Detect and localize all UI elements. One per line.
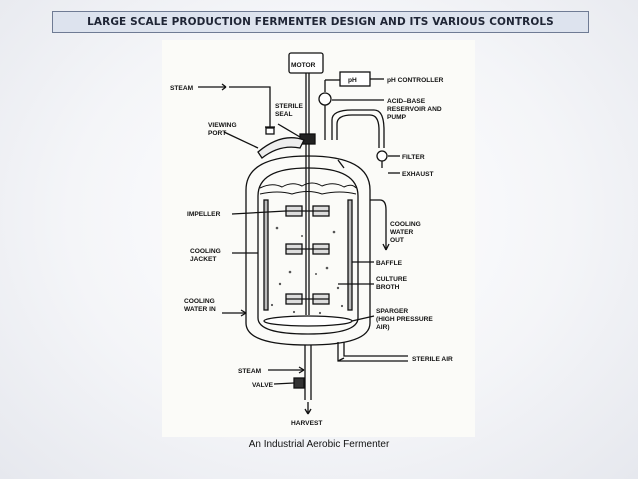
label-viewing-port: VIEWING PORT (208, 122, 238, 137)
impeller-3 (285, 293, 330, 305)
figure-caption: An Industrial Aerobic Fermenter (248, 439, 390, 450)
label-steam-top: STEAM (170, 85, 194, 92)
label-acid-base: ACID–BASE RESERVOIR AND PUMP (387, 98, 443, 121)
harvest-pipe (304, 345, 312, 400)
viewing-port (257, 137, 305, 159)
label-motor: MOTOR (291, 62, 316, 69)
label-harvest: HARVEST (291, 420, 322, 427)
steam-pipe-top (229, 86, 271, 127)
label-culture-broth: CULTURE BROTH (376, 276, 409, 291)
label-sparger: SPARGER (HIGH PRESSURE AIR) (376, 308, 435, 331)
acid-base-reservoir (318, 92, 332, 106)
exhaust-pipe (331, 109, 385, 148)
vessel-outer (245, 155, 371, 346)
label-exhaust: EXHAUST (402, 171, 434, 178)
vessel-inner (257, 167, 359, 335)
baffle-right (347, 199, 353, 311)
filter-icon (376, 150, 388, 162)
valve-icon (293, 377, 305, 389)
label-sterile-seal: STERILE SEAL (275, 103, 305, 118)
label-sterile-air: STERILE AIR (412, 356, 453, 363)
slide-title: LARGE SCALE PRODUCTION FERMENTER DESIGN … (87, 16, 554, 28)
label-cooling-jacket: COOLING JACKET (190, 248, 223, 263)
label-impeller: IMPELLER (187, 211, 221, 218)
label-valve: VALVE (252, 382, 274, 389)
impeller-2 (285, 243, 330, 255)
baffle-left (263, 199, 269, 311)
label-steam-bottom: STEAM (238, 368, 262, 375)
label-filter: FILTER (402, 154, 425, 161)
sparger-ring (263, 315, 353, 327)
label-baffle: BAFFLE (376, 260, 403, 267)
fermenter-diagram: MOTOR pH pH CONTROLLER STEAM STERILE SEA… (162, 40, 475, 437)
sterile-air-pipe (337, 342, 408, 362)
title-bar: LARGE SCALE PRODUCTION FERMENTER DESIGN … (52, 11, 589, 33)
label-cooling-water-in: COOLING WATER IN (184, 298, 217, 313)
label-ph-controller: pH CONTROLLER (387, 77, 444, 84)
impeller-1 (285, 205, 330, 217)
cooling-water-out-pipe (370, 199, 387, 250)
label-cooling-water-out: COOLING WATER OUT (390, 221, 423, 244)
label-ph: pH (348, 77, 357, 84)
